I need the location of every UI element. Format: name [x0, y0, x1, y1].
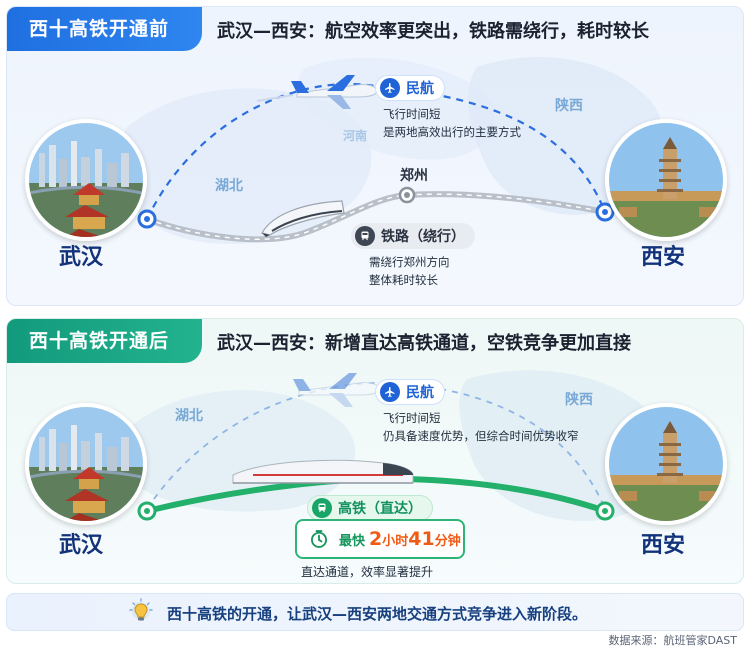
data-source: 数据来源：航班管家DAST [608, 634, 737, 647]
train-icon [261, 200, 345, 237]
air-route-after [146, 382, 606, 510]
province-label: 湖北 [175, 408, 203, 424]
before-tag: 西十高铁开通前 [7, 7, 202, 51]
origin-city: 武汉 [59, 245, 104, 270]
origin-city: 武汉 [59, 533, 104, 558]
airplane-icon [380, 382, 400, 402]
fastest-label: 最快 [339, 533, 366, 549]
note-line: 是两地高效出行的主要方式 [383, 125, 521, 139]
note-line: 整体耗时较长 [369, 273, 438, 287]
note-line: 飞行时间短 [383, 411, 441, 425]
airplane-icon [380, 78, 400, 98]
wuhan-photo [25, 403, 147, 525]
air-label-pill: 民航 [375, 75, 445, 101]
province-label: 陕西 [565, 392, 593, 408]
train-icon [312, 498, 332, 518]
hsr-note: 直达通道，效率显著提升 [301, 565, 434, 579]
destination-city: 西安 [641, 245, 686, 270]
after-panel: 西十高铁开通后 武汉—西安：新增直达高铁通道，空铁竞争更加直接 湖北 陕西 民航… [6, 318, 744, 584]
note-line: 仍具备速度优势，但综合时间优势收窄 [383, 429, 579, 443]
air-notes: 飞行时间短 是两地高效出行的主要方式 [383, 105, 521, 141]
air-notes: 飞行时间短 仍具备速度优势，但综合时间优势收窄 [383, 409, 579, 445]
fastest-time-box: 最快 2 小时 41 分钟 [295, 519, 465, 559]
hours-unit: 小时 [382, 533, 409, 549]
after-tag: 西十高铁开通后 [7, 319, 202, 363]
before-map-scene [117, 57, 664, 244]
wuhan-photo [25, 119, 147, 241]
zhengzhou-label: 郑州 [400, 168, 428, 184]
clock-icon [311, 530, 327, 548]
before-title: 武汉—西安：航空效率更突出，铁路需绕行，耗时较长 [217, 21, 649, 42]
bullet-train-icon [232, 459, 414, 484]
after-title: 武汉—西安：新增直达高铁通道，空铁竞争更加直接 [217, 333, 631, 354]
note-line: 飞行时间短 [383, 107, 441, 121]
lightbulb-icon [129, 598, 153, 621]
hsr-label: 高铁（直达） [338, 501, 422, 517]
province-label: 陕西 [555, 98, 583, 114]
hsr-label-pill: 高铁（直达） [307, 495, 433, 521]
footer-text: 西十高铁的开通，让武汉—西安两地交通方式竞争进入新阶段。 [167, 605, 588, 623]
destination-city: 西安 [641, 533, 686, 558]
train-icon [355, 226, 375, 246]
xian-photo [605, 119, 727, 241]
minutes-unit: 分钟 [434, 533, 461, 549]
xian-photo [605, 403, 727, 525]
rail-notes: 需绕行郑州方向 整体耗时较长 [369, 253, 450, 289]
air-label: 民航 [406, 81, 434, 97]
footer-banner: 西十高铁的开通，让武汉—西安两地交通方式竞争进入新阶段。 [6, 593, 744, 631]
note-line: 需绕行郑州方向 [369, 255, 450, 269]
air-label-pill: 民航 [375, 379, 445, 405]
hours-value: 2 [369, 528, 383, 550]
rail-label-pill: 铁路（绕行） [351, 223, 475, 249]
province-label: 湖北 [215, 178, 243, 194]
minutes-value: 41 [408, 528, 435, 550]
before-panel: 西十高铁开通前 武汉—西安：航空效率更突出，铁路需绕行，耗时较长 湖北 河南 陕… [6, 6, 744, 306]
province-label: 河南 [343, 129, 368, 143]
air-label: 民航 [406, 385, 434, 401]
rail-label: 铁路（绕行） [381, 229, 465, 245]
